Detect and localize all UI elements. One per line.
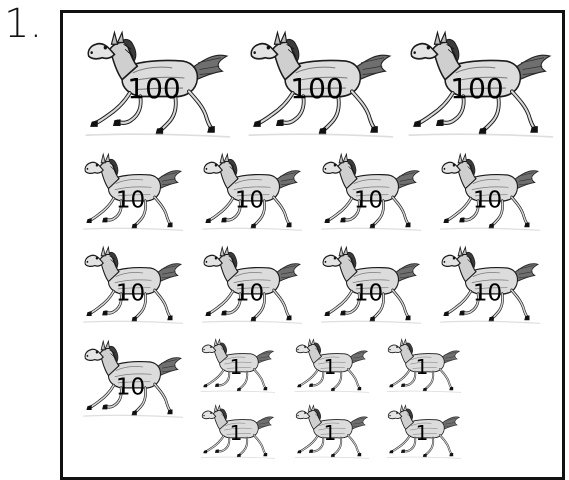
horse-10-6: 10 — [197, 241, 302, 327]
horse-10-7: 10 — [316, 241, 421, 327]
galloping-horse-icon — [78, 148, 183, 234]
horse-10-3: 10 — [316, 148, 421, 234]
horse-picture-frame: 100 100 100 10 10 10 10 10 10 10 10 — [60, 10, 565, 480]
galloping-horse-icon — [197, 335, 275, 395]
horse-1-1: 1 — [197, 335, 275, 395]
horse-1-3: 1 — [383, 335, 461, 395]
horse-10-2: 10 — [197, 148, 302, 234]
galloping-horse-icon — [383, 335, 461, 395]
galloping-horse-icon — [435, 148, 540, 234]
horse-100-1: 100 — [78, 24, 230, 142]
horse-100-3: 100 — [401, 24, 553, 142]
horse-10-4: 10 — [435, 148, 540, 234]
horse-1-4: 1 — [197, 401, 275, 461]
galloping-horse-icon — [316, 241, 421, 327]
horse-10-5: 10 — [78, 241, 183, 327]
galloping-horse-icon — [291, 401, 369, 461]
galloping-horse-icon — [78, 241, 183, 327]
galloping-horse-icon — [78, 335, 183, 421]
galloping-horse-icon — [197, 401, 275, 461]
horse-10-9: 10 — [78, 335, 183, 421]
galloping-horse-icon — [197, 148, 302, 234]
horse-1-5: 1 — [291, 401, 369, 461]
galloping-horse-icon — [197, 241, 302, 327]
horse-100-2: 100 — [241, 24, 393, 142]
galloping-horse-icon — [316, 148, 421, 234]
galloping-horse-icon — [241, 24, 393, 142]
horse-1-2: 1 — [291, 335, 369, 395]
problem-number: 1. — [4, 4, 42, 44]
galloping-horse-icon — [78, 24, 230, 142]
galloping-horse-icon — [291, 335, 369, 395]
horse-10-8: 10 — [435, 241, 540, 327]
galloping-horse-icon — [383, 401, 461, 461]
galloping-horse-icon — [401, 24, 553, 142]
horse-1-6: 1 — [383, 401, 461, 461]
horse-10-1: 10 — [78, 148, 183, 234]
galloping-horse-icon — [435, 241, 540, 327]
